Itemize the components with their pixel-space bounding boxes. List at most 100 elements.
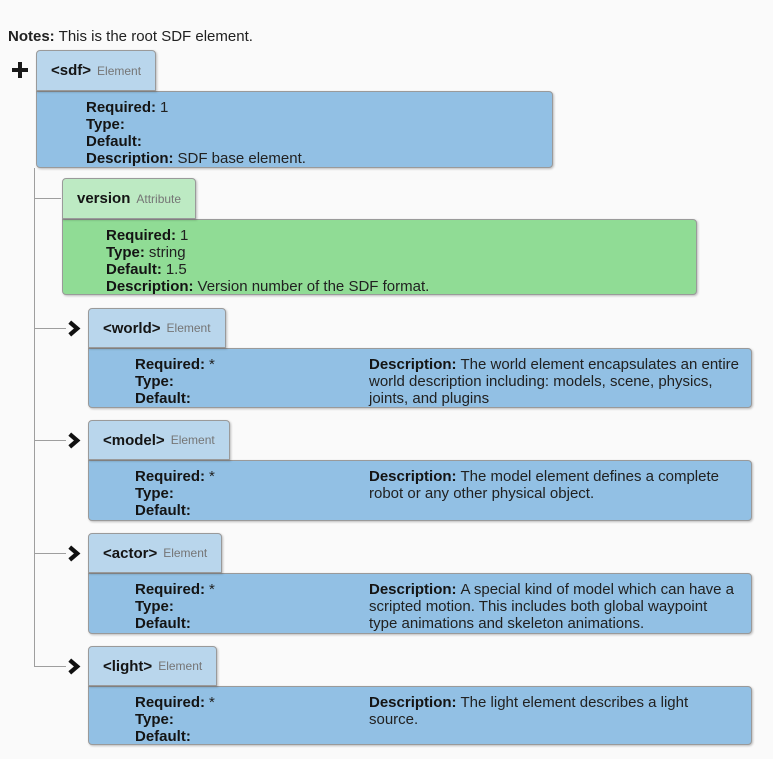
required-row: Required:1 — [86, 99, 544, 116]
node-kind: Element — [97, 63, 142, 78]
node-kind: Element — [170, 433, 215, 447]
notes-label: Notes: — [8, 28, 55, 45]
default-value: 1.5 — [165, 261, 187, 278]
description-label: Description: — [369, 356, 457, 373]
node-body-actor: Required:* Type: Default: Description:A … — [88, 573, 752, 634]
chevron-right-icon[interactable] — [66, 431, 82, 449]
description-row: Description:SDF base element. — [86, 150, 544, 167]
required-row: Required:* — [135, 356, 369, 373]
node-tab-actor[interactable]: <actor> Element — [88, 533, 223, 573]
description-value: The light element describes a light sour… — [369, 694, 689, 728]
type-row: Type:string — [106, 244, 688, 261]
type-label: Type: — [106, 244, 145, 261]
tree-branch-actor — [34, 553, 66, 554]
tree-trunk-line — [34, 168, 35, 666]
chevron-right-icon[interactable] — [66, 657, 82, 675]
tree-branch-version — [34, 198, 61, 199]
plus-icon[interactable] — [9, 59, 31, 81]
type-row: Type: — [135, 373, 369, 390]
node-name: version — [77, 190, 131, 207]
required-value: * — [209, 694, 215, 711]
required-label: Required: — [86, 99, 157, 116]
type-row: Type: — [135, 711, 369, 728]
default-label: Default: — [86, 133, 142, 150]
node-kind: Element — [158, 659, 203, 673]
required-value: * — [209, 356, 215, 373]
description-row: Description:Version number of the SDF fo… — [106, 278, 688, 295]
tree-branch-world — [34, 328, 66, 329]
default-label: Default: — [135, 615, 191, 632]
required-row: Required:* — [135, 468, 369, 485]
type-label: Type: — [135, 598, 174, 615]
node-name: <model> — [103, 431, 165, 449]
description-value: A special kind of model which can have a… — [369, 581, 735, 632]
required-label: Required: — [135, 468, 206, 485]
properties-column: Required:* Type: Default: — [135, 468, 369, 519]
description-value: The world element encapsulates an entire… — [369, 356, 740, 407]
node-name: <sdf> — [51, 62, 92, 79]
default-row: Default: — [135, 502, 369, 519]
node-tab-light[interactable]: <light> Element — [88, 646, 218, 686]
type-label: Type: — [86, 116, 125, 133]
node-body-light: Required:* Type: Default: Description:Th… — [88, 686, 752, 745]
default-label: Default: — [135, 390, 191, 407]
required-value: * — [209, 581, 215, 598]
properties-column: Required:* Type: Default: — [135, 581, 369, 632]
node-body-sdf: Required:1 Type: Default: Description:SD… — [36, 91, 553, 168]
description-label: Description: — [369, 694, 457, 711]
description-column: Description:A special kind of model whic… — [369, 581, 743, 632]
description-value: Version number of the SDF format. — [197, 278, 430, 295]
description-label: Description: — [369, 581, 457, 598]
type-row: Type: — [135, 485, 369, 502]
required-label: Required: — [135, 356, 206, 373]
chevron-right-icon[interactable] — [66, 319, 82, 337]
node-name: <light> — [103, 657, 153, 675]
default-row: Default: — [86, 133, 544, 150]
type-row: Type: — [135, 598, 369, 615]
description-column: Description:The light element describes … — [369, 694, 743, 745]
node-tab-model[interactable]: <model> Element — [88, 420, 230, 460]
required-value: 1 — [160, 99, 169, 116]
node-kind: Attribute — [136, 191, 182, 206]
tree-branch-model — [34, 440, 66, 441]
node-name: <actor> — [103, 544, 158, 562]
required-label: Required: — [135, 694, 206, 711]
node-name: <world> — [103, 319, 161, 337]
type-value: string — [148, 244, 186, 261]
node-tab-version[interactable]: version Attribute — [62, 178, 197, 219]
description-column: Description:The model element defines a … — [369, 468, 743, 519]
required-value: 1 — [180, 227, 189, 244]
default-label: Default: — [135, 502, 191, 519]
tree-branch-light — [34, 666, 66, 667]
type-label: Type: — [135, 485, 174, 502]
default-row: Default: — [135, 728, 369, 745]
description-value: The model element defines a complete rob… — [369, 468, 719, 502]
type-label: Type: — [135, 373, 174, 390]
chevron-right-icon[interactable] — [66, 544, 82, 562]
node-body-world: Required:* Type: Default: Description:Th… — [88, 348, 752, 408]
required-label: Required: — [135, 581, 206, 598]
default-row: Default:1.5 — [106, 261, 688, 278]
type-label: Type: — [135, 711, 174, 728]
node-kind: Element — [166, 321, 211, 335]
node-tab-world[interactable]: <world> Element — [88, 308, 226, 348]
properties-column: Required:* Type: Default: — [135, 694, 369, 745]
node-kind: Element — [163, 546, 208, 560]
node-body-model: Required:* Type: Default: Description:Th… — [88, 460, 752, 521]
description-label: Description: — [86, 150, 174, 167]
notes: Notes:This is the root SDF element. — [8, 28, 253, 45]
required-row: Required:1 — [106, 227, 688, 244]
default-label: Default: — [135, 728, 191, 745]
required-row: Required:* — [135, 581, 369, 598]
properties-column: Required:* Type: Default: — [135, 356, 369, 407]
required-label: Required: — [106, 227, 177, 244]
default-row: Default: — [135, 615, 369, 632]
required-value: * — [209, 468, 215, 485]
required-row: Required:* — [135, 694, 369, 711]
node-tab-sdf[interactable]: <sdf> Element — [36, 50, 157, 91]
description-label: Description: — [106, 278, 194, 295]
description-column: Description:The world element encapsulat… — [369, 356, 743, 407]
node-body-version: Required:1 Type:string Default:1.5 Descr… — [62, 219, 697, 295]
type-row: Type: — [86, 116, 544, 133]
